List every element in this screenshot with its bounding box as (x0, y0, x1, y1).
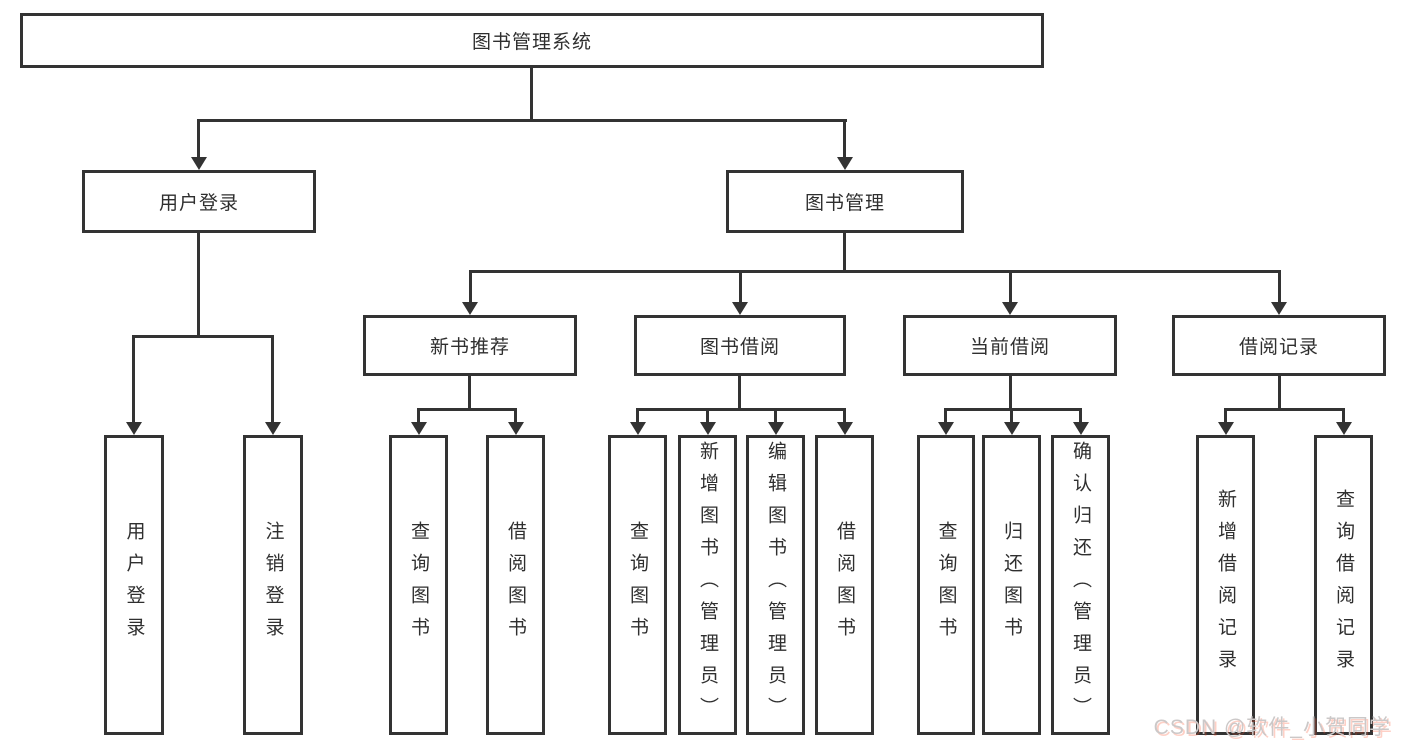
arrowhead (462, 302, 478, 315)
connector-line (271, 338, 274, 422)
leaf-add-book-admin: 新增图书（管理员） (678, 435, 737, 735)
connector-line (738, 376, 741, 408)
arrowhead (508, 422, 524, 435)
csdn-watermark: CSDN @软件_小贺同学 (1153, 716, 1391, 739)
leaf-query-book-2: 查询图书 (608, 435, 667, 735)
leaf-edit-book-admin-label: 编辑图书（管理员） (765, 441, 786, 729)
node-book-management: 图书管理 (726, 170, 964, 233)
arrowhead (732, 302, 748, 315)
arrowhead (837, 157, 853, 170)
leaf-query-book-3-label: 查询图书 (935, 521, 957, 649)
connector-line (843, 411, 846, 422)
arrowhead (1002, 302, 1018, 315)
leaf-confirm-return-admin: 确认归还（管理员） (1051, 435, 1110, 735)
node-library-system-label: 图书管理系统 (471, 32, 592, 53)
node-new-book-recommend-label: 新书推荐 (429, 337, 510, 358)
node-book-borrow: 图书借阅 (634, 315, 846, 376)
arrowhead (191, 157, 207, 170)
connector-line (1009, 376, 1012, 408)
arrowhead (630, 422, 646, 435)
node-borrow-record: 借阅记录 (1172, 315, 1386, 376)
connector-line (197, 119, 847, 122)
connector-line (469, 273, 472, 302)
connector-line (1009, 273, 1012, 302)
node-new-book-recommend: 新书推荐 (363, 315, 577, 376)
connector-line (1342, 411, 1345, 422)
arrowhead (411, 422, 427, 435)
arrowhead (1004, 422, 1020, 435)
leaf-add-borrow-record-label: 新增借阅记录 (1215, 489, 1236, 681)
connector-line (636, 408, 846, 411)
leaf-add-book-admin-label: 新增图书（管理员） (697, 441, 718, 729)
leaf-confirm-return-admin-label: 确认归还（管理员） (1070, 441, 1091, 729)
connector-line (636, 411, 639, 422)
leaf-query-borrow-record: 查询借阅记录 (1314, 435, 1373, 735)
node-book-borrow-label: 图书借阅 (699, 337, 780, 358)
leaf-query-book-2-label: 查询图书 (627, 521, 648, 649)
connector-line (739, 273, 742, 302)
leaf-logout-label: 注销登录 (262, 521, 284, 649)
connector-line (514, 411, 517, 422)
arrowhead (265, 422, 281, 435)
arrowhead (126, 422, 142, 435)
connector-line (530, 68, 533, 119)
arrowhead (1271, 302, 1287, 315)
leaf-return-book: 归还图书 (982, 435, 1041, 735)
connector-line (1010, 411, 1013, 422)
node-current-borrow-label: 当前借阅 (969, 337, 1050, 358)
connector-line (468, 376, 471, 408)
leaf-logout: 注销登录 (243, 435, 303, 735)
arrowhead (1073, 422, 1089, 435)
connector-line (1224, 411, 1227, 422)
arrowhead (1336, 422, 1352, 435)
node-user-login-label: 用户登录 (158, 193, 239, 214)
connector-line (843, 233, 846, 270)
arrowhead (768, 422, 784, 435)
leaf-return-book-label: 归还图书 (1001, 521, 1022, 649)
node-current-borrow: 当前借阅 (903, 315, 1117, 376)
arrowhead (938, 422, 954, 435)
node-user-login: 用户登录 (82, 170, 316, 233)
leaf-user-login-label: 用户登录 (123, 521, 145, 649)
connector-line (132, 338, 135, 422)
connector-line (944, 408, 1082, 411)
connector-line (417, 411, 420, 422)
leaf-query-borrow-record-label: 查询借阅记录 (1333, 489, 1354, 681)
arrowhead (700, 422, 716, 435)
connector-line (706, 411, 709, 422)
connector-line (197, 233, 200, 335)
leaf-borrow-book-1: 借阅图书 (486, 435, 545, 735)
arrowhead (837, 422, 853, 435)
node-borrow-record-label: 借阅记录 (1238, 337, 1319, 358)
connector-line (417, 408, 517, 411)
connector-line (132, 335, 274, 338)
node-library-system: 图书管理系统 (20, 13, 1044, 68)
connector-line (1278, 273, 1281, 302)
connector-line (944, 411, 947, 422)
node-book-management-label: 图书管理 (804, 193, 885, 214)
connector-line (1079, 411, 1082, 422)
leaf-query-book-1: 查询图书 (389, 435, 448, 735)
leaf-borrow-book-2-label: 借阅图书 (834, 521, 855, 649)
leaf-query-book-1-label: 查询图书 (408, 521, 429, 649)
leaf-query-book-3: 查询图书 (917, 435, 975, 735)
connector-line (197, 122, 200, 157)
leaf-user-login: 用户登录 (104, 435, 164, 735)
connector-line (774, 411, 777, 422)
connector-line (469, 270, 1281, 273)
leaf-add-borrow-record: 新增借阅记录 (1196, 435, 1255, 735)
leaf-borrow-book-1-label: 借阅图书 (505, 521, 526, 649)
leaf-borrow-book-2: 借阅图书 (815, 435, 874, 735)
connector-line (1278, 376, 1281, 408)
connector-line (843, 122, 846, 157)
arrowhead (1218, 422, 1234, 435)
leaf-edit-book-admin: 编辑图书（管理员） (746, 435, 805, 735)
connector-line (1224, 408, 1345, 411)
